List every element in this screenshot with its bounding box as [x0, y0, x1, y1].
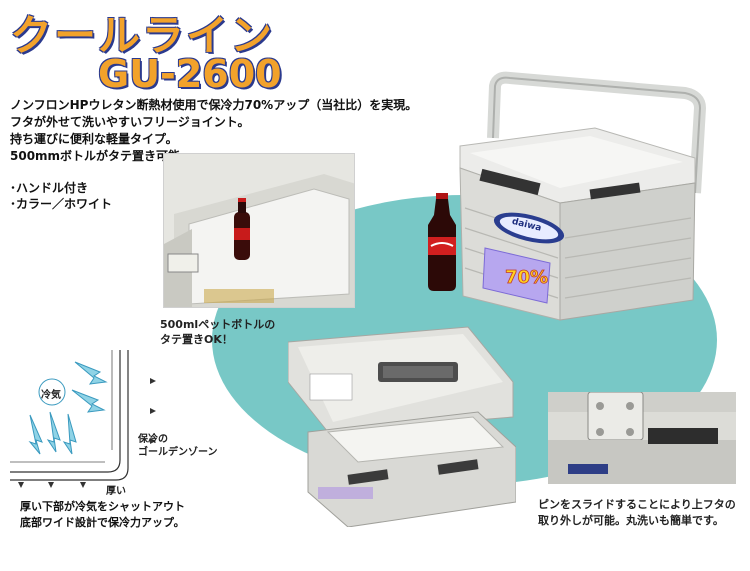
feature-item: フタが外せて洗いやすいフリージョイント。	[10, 115, 250, 129]
thick-label: 厚い	[106, 486, 126, 497]
lid-off-photo	[288, 322, 516, 527]
feature-item: 500mmボトルがタテ置き可能。	[10, 149, 193, 163]
caption-line: タテ置きOK！	[160, 333, 233, 346]
insulation-diagram: 冷気 保冷の ゴールデンゾーン 厚い	[10, 350, 220, 500]
bullet-item: ･カラー／ホワイト	[10, 197, 113, 211]
golden-zone-label-2: ゴールデンゾーン	[138, 447, 218, 458]
caption-line: 厚い下部が冷気をシャットアウト	[20, 500, 185, 513]
model-number: GU-2600	[98, 52, 282, 96]
feature-item: 持ち運びに便利な軽量タイプ。	[10, 132, 178, 146]
pin-caption: ピンをスライドすることにより上フタの 取り外しが可能。丸洗いも簡単です。	[538, 497, 736, 529]
caption-line: ピンをスライドすることにより上フタの	[538, 498, 736, 511]
cola-bottle-icon	[234, 198, 250, 260]
product-title: クールライン	[10, 11, 275, 60]
open-cooler-photo	[163, 153, 355, 308]
caption-line: 取り外しが可能。丸洗いも簡単です。	[538, 514, 724, 527]
bottom-design-caption: 厚い下部が冷気をシャットアウト 底部ワイド設計で保冷力アップ。	[20, 499, 185, 531]
cooler-main-photo: daiwa 70%	[455, 68, 710, 328]
cola-bottle-icon	[424, 193, 460, 297]
feature-item: ノンフロンHPウレタン断熱材使用で保冷力70%アップ（当社比）を実現。	[10, 98, 418, 112]
cold-air-label: 冷気	[41, 390, 61, 401]
percent-badge-label: 70%	[505, 267, 548, 288]
bullet-list: ･ハンドル付き ･カラー／ホワイト	[10, 180, 112, 212]
golden-zone-label-1: 保冷の	[138, 434, 168, 445]
hinge-closeup-photo	[548, 392, 736, 484]
pet-bottle-caption: 500mlペットボトルの タテ置きOK！	[160, 317, 275, 347]
feature-list: ノンフロンHPウレタン断熱材使用で保冷力70%アップ（当社比）を実現。 フタが外…	[10, 97, 417, 165]
caption-line: 底部ワイド設計で保冷力アップ。	[20, 516, 185, 529]
bullet-item: ･ハンドル付き	[10, 181, 89, 195]
caption-line: 500mlペットボトルの	[160, 318, 276, 331]
